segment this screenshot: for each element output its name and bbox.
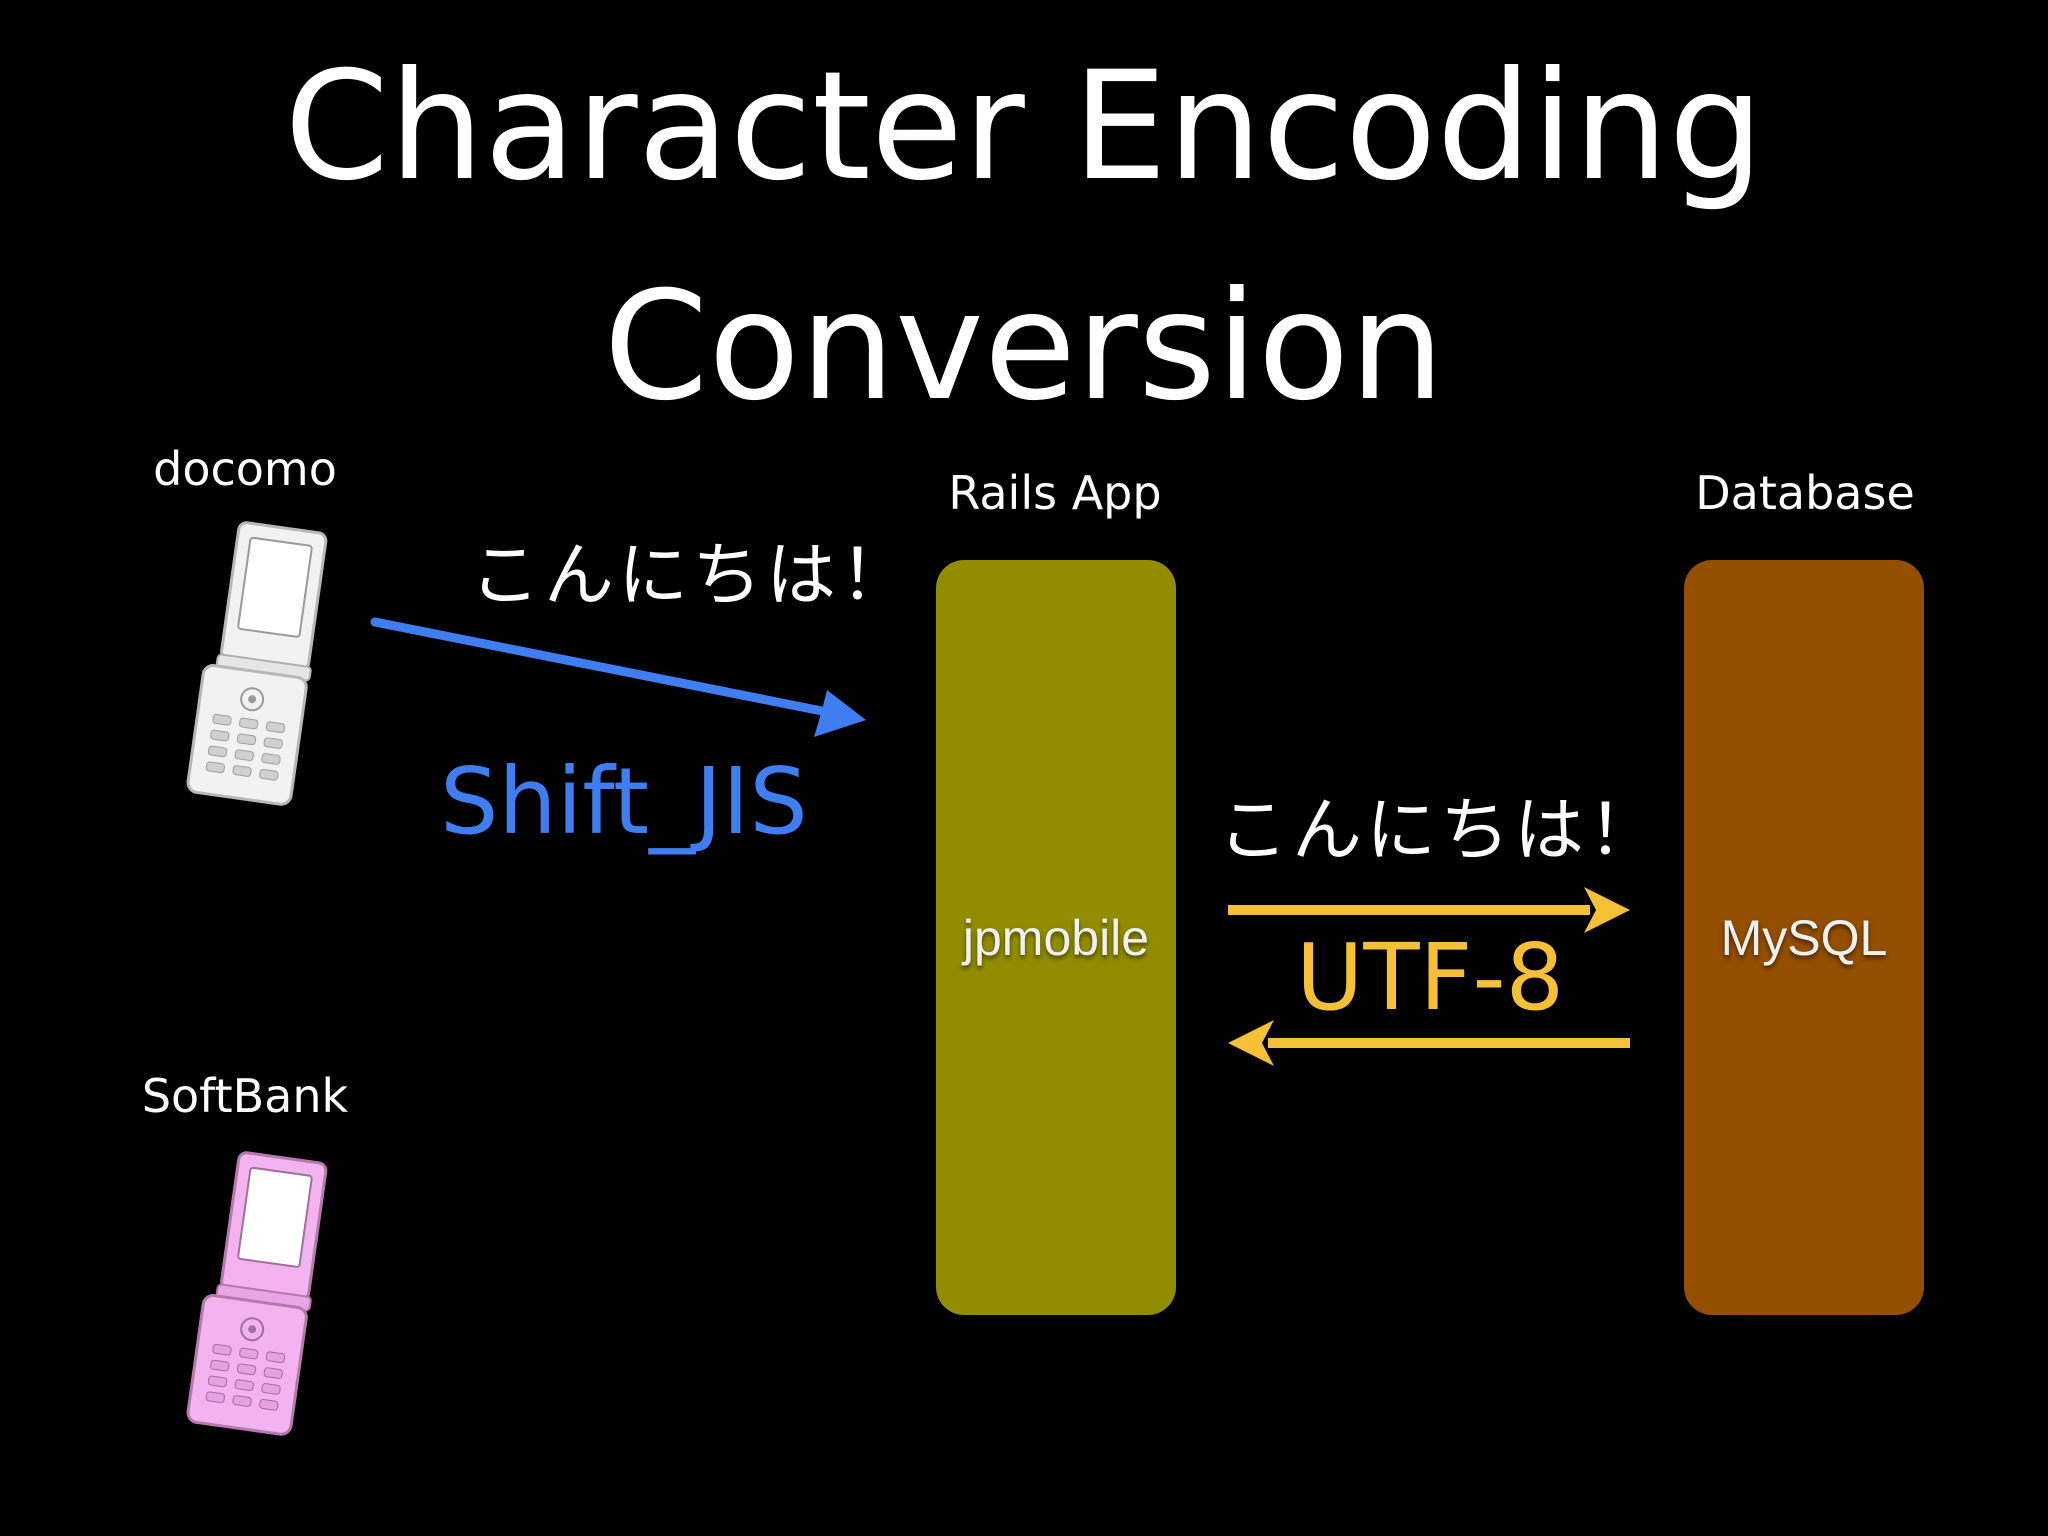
database-label: Database [1695, 466, 1915, 520]
mysql-box: MySQL [1684, 560, 1924, 1315]
shift-jis-arrow [370, 617, 866, 737]
utf-8-label: UTF-8 [1296, 924, 1565, 1031]
docomo-phone-icon [186, 521, 328, 806]
jpmobile-box: jpmobile [936, 560, 1176, 1315]
docomo-label: docomo [153, 442, 337, 496]
softbank-phone-icon [186, 1151, 328, 1436]
shift-jis-label: Shift_JIS [440, 748, 808, 855]
mysql-label: MySQL [1720, 909, 1888, 966]
softbank-label: SoftBank [141, 1069, 349, 1123]
slide-title-line-2: Conversion [603, 260, 1445, 434]
slide-title-line-1: Character Encoding [284, 40, 1764, 214]
rails-app-label: Rails App [948, 466, 1162, 520]
greeting-to-rails: こんにちは！ [470, 534, 914, 616]
greeting-to-database: こんにちは！ [1218, 789, 1662, 871]
jpmobile-label: jpmobile [962, 909, 1150, 966]
